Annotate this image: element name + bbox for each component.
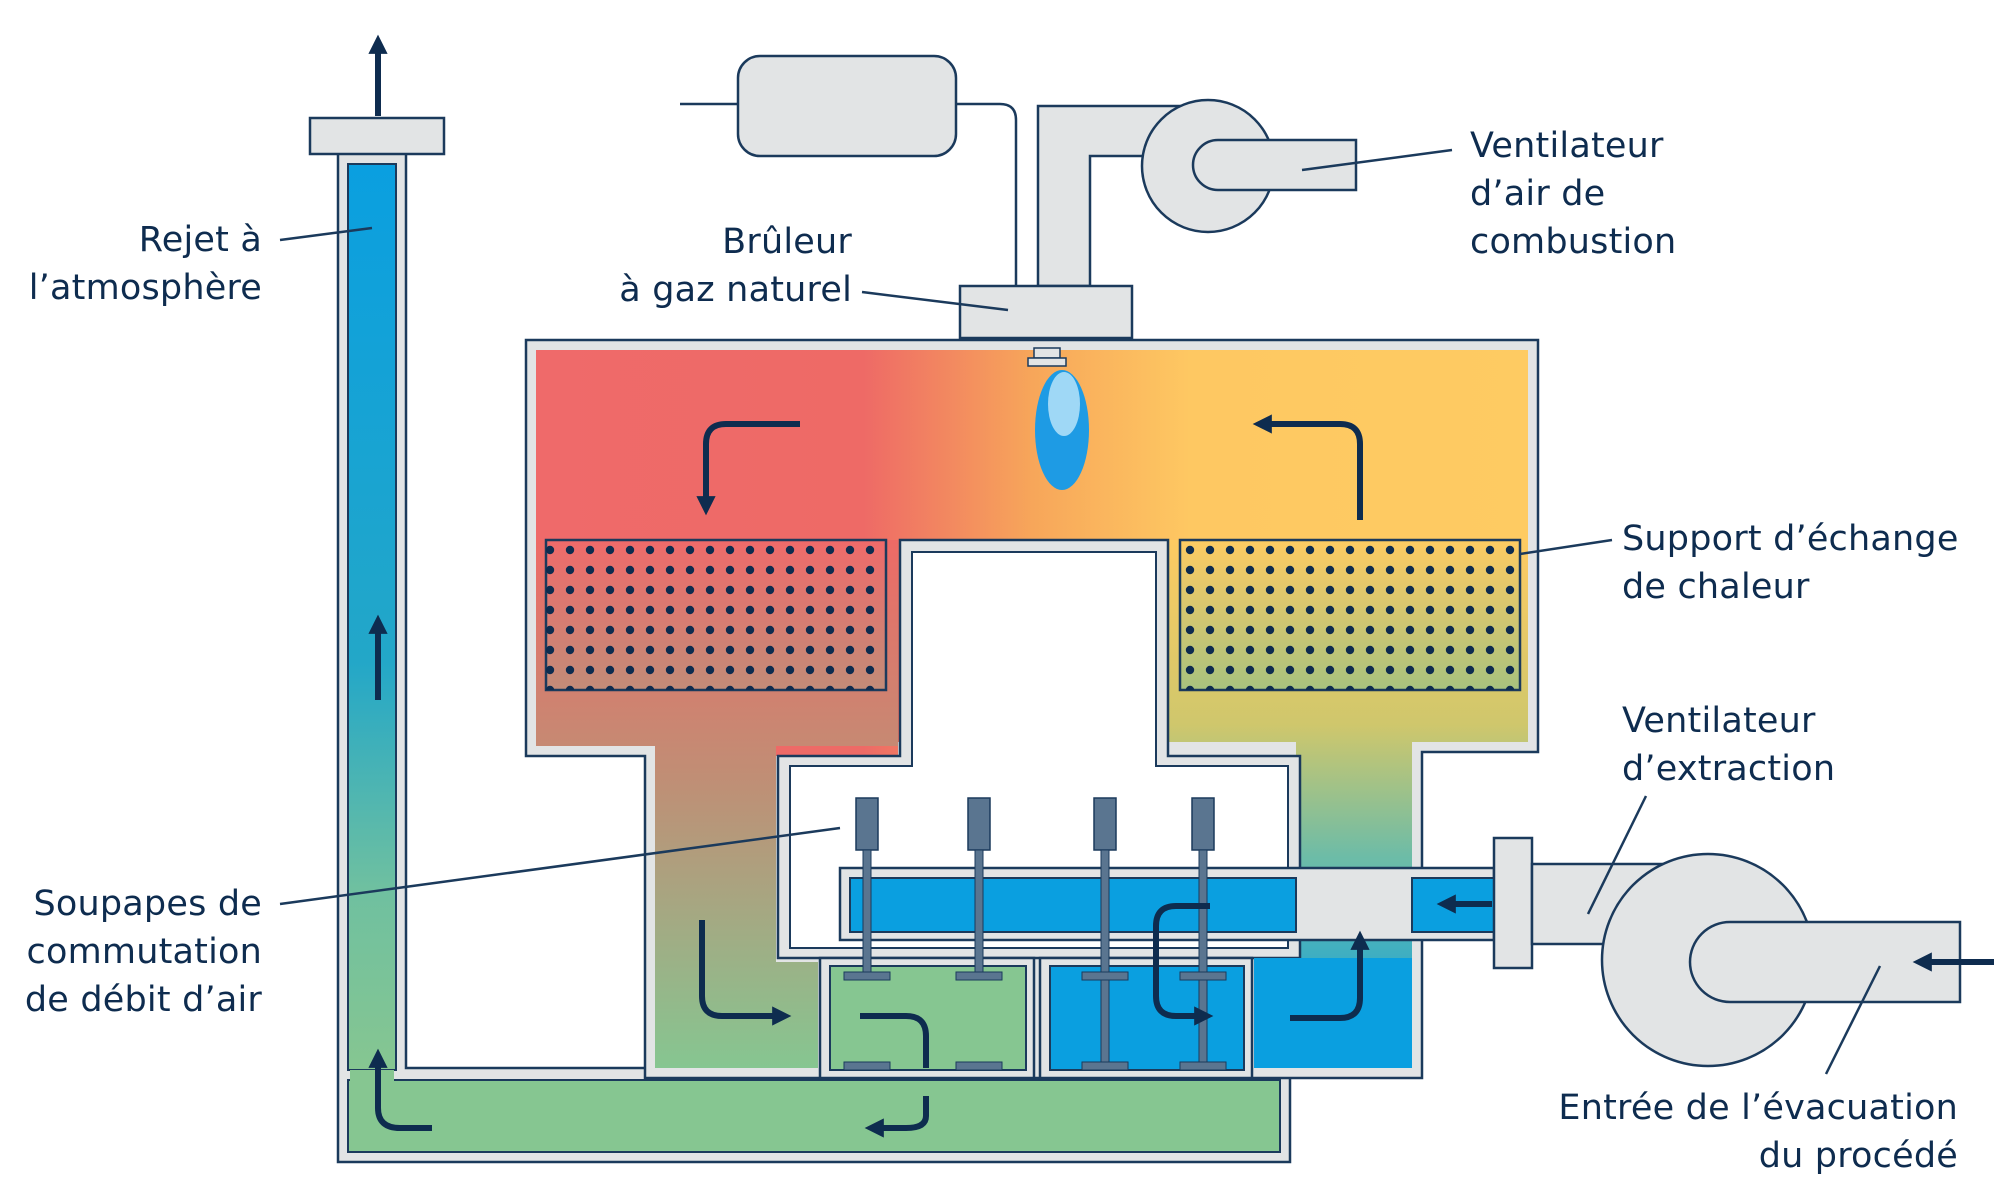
label-line: d’extraction [1622,749,1836,789]
arrow-top-left [696,421,800,516]
burner-body [958,284,1134,340]
label-line: l’atmosphère [28,268,262,308]
label-line: à gaz naturel [619,270,852,310]
valve [843,797,891,981]
label-rejet-atmosphere: Rejet à l’atmosphère [29,216,262,312]
label-line: combustion [1470,222,1677,262]
label-ventilateur-combustion: Ventilateur d’air de combustion [1470,122,1676,266]
label-line: Soupapes de [33,884,262,924]
arrow-green-box [860,1013,929,1068]
airflow-switching-valves [843,797,1227,1071]
label-line: Ventilateur [1622,701,1816,741]
stack-cap [308,116,446,156]
label-line: du procédé [1758,1136,1958,1176]
arrow-blue-box [1153,903,1214,1026]
arrow-top-right [1252,414,1363,520]
exhaust-stack [308,116,1292,1164]
valve [1179,797,1227,1071]
label-line: commutation [26,932,262,972]
heat-exchange-media-right [1178,538,1522,692]
label-line: Rejet à [138,220,262,260]
combustion-fan [680,54,1358,340]
leader-lines [279,148,1882,1075]
label-line: d’air de [1470,174,1606,214]
label-entree-evacuation: Entrée de l’évacuation du procédé [1558,1084,1958,1180]
label-bruleur: Brûleur à gaz naturel [619,218,852,314]
label-line: Support d’échange [1622,519,1959,559]
label-line: de débit d’air [24,980,262,1020]
label-line: de chaleur [1622,567,1810,607]
valve [955,797,1003,981]
gas-train-box [736,54,958,158]
arrow-bottom-duct [864,1096,929,1138]
label-ventilateur-extraction: Ventilateur d’extraction [1622,697,1835,793]
label-line: Ventilateur [1470,126,1664,166]
label-line: Brûleur [722,222,852,262]
flow-arrows [368,34,1994,1138]
valve [1081,797,1129,1071]
arrow-left-leg [699,920,792,1026]
heat-exchange-media-left [544,538,888,692]
extraction-fan [1492,836,1962,1068]
label-support-echange: Support d’échange de chaleur [1622,515,1959,611]
burner-flame [1027,347,1089,490]
arrow-right-leg [1290,930,1370,1021]
label-line: Entrée de l’évacuation [1558,1088,1958,1128]
label-soupapes: Soupapes de commutation de débit d’air [25,880,262,1024]
arrow-stack-bottom [368,1048,432,1131]
